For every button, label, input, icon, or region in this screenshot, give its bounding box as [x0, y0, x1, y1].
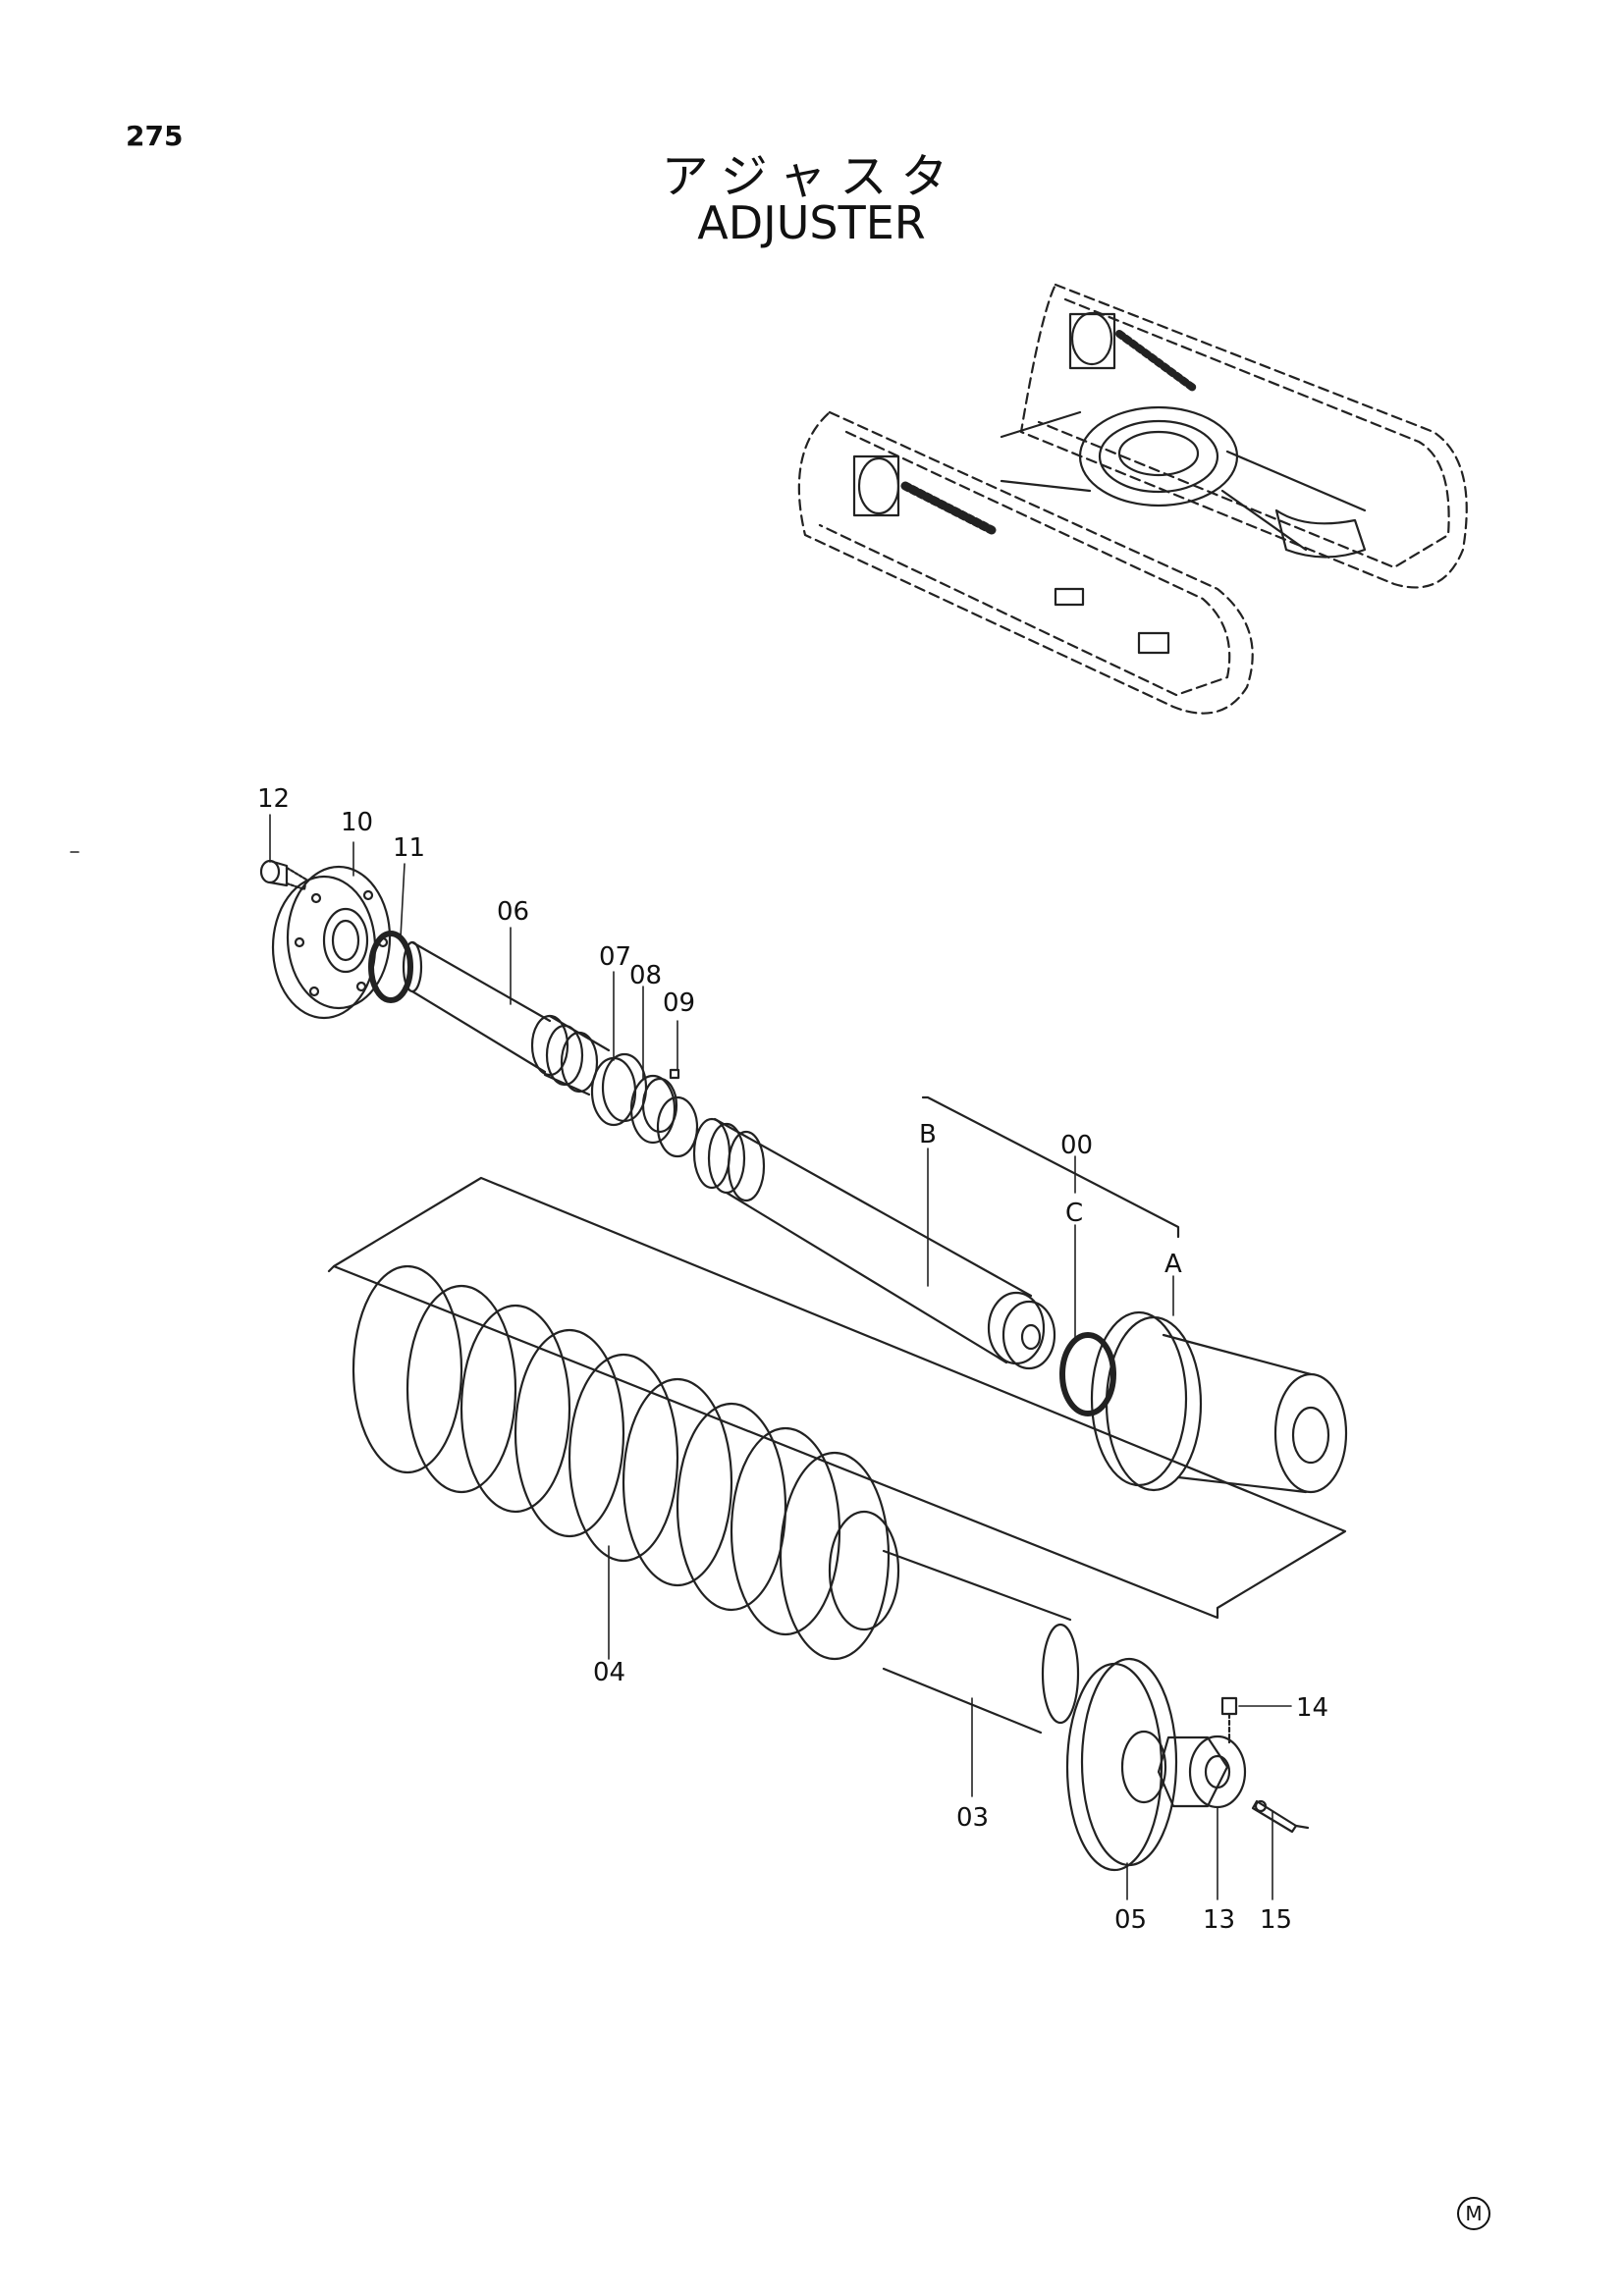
- callout-10: 10: [341, 808, 373, 837]
- part-04-spring: [352, 1264, 900, 1661]
- page-title-japanese: アジャスタ: [661, 149, 962, 204]
- callout-15: 15: [1260, 1905, 1292, 1935]
- page-number: 275: [126, 120, 184, 152]
- assembly-bracket: [921, 1095, 1180, 1239]
- callout-09: 09: [663, 988, 695, 1018]
- manufacturer-mark: M: [1457, 2197, 1490, 2230]
- part-07-ring: [590, 1052, 648, 1127]
- part-13-nut: [1157, 1735, 1247, 1809]
- callout-12: 12: [257, 784, 290, 814]
- part-06-rod: [402, 940, 611, 1096]
- callout-b: B: [919, 1120, 937, 1149]
- part-c-o-ring: [1059, 1332, 1116, 1416]
- leader-lines: [269, 814, 1292, 1900]
- page-title: ADJUSTER: [697, 196, 926, 249]
- cylinder-a: [1090, 1310, 1348, 1494]
- callout-08: 08: [629, 961, 662, 990]
- part-14-plug: [1220, 1696, 1238, 1744]
- part-09-ring: [656, 1068, 699, 1158]
- callout-00: 00: [1060, 1131, 1093, 1160]
- callout-14: 14: [1296, 1693, 1328, 1723]
- part-08-seal: [629, 1074, 678, 1145]
- callout-03: 03: [956, 1803, 989, 1833]
- callout-06: 06: [497, 897, 529, 927]
- callout-04: 04: [593, 1658, 625, 1687]
- callout-05: 05: [1114, 1905, 1147, 1935]
- callout-11: 11: [393, 833, 425, 863]
- callout-c: C: [1065, 1199, 1083, 1228]
- part-15-grease-fitting: [1251, 1799, 1310, 1834]
- part-03-tube: [882, 1549, 1080, 1735]
- callout-a: A: [1164, 1250, 1182, 1279]
- callout-07: 07: [599, 942, 631, 972]
- part-05-flange: [1065, 1657, 1178, 1872]
- undercarriage-overview: [797, 283, 1468, 715]
- assembly-plane-outline: [327, 1176, 1347, 1620]
- piston-rod-b: [692, 1117, 1056, 1370]
- part-10-flange: [271, 865, 392, 1020]
- callout-13: 13: [1203, 1905, 1235, 1935]
- part-11-o-ring: [368, 931, 413, 1003]
